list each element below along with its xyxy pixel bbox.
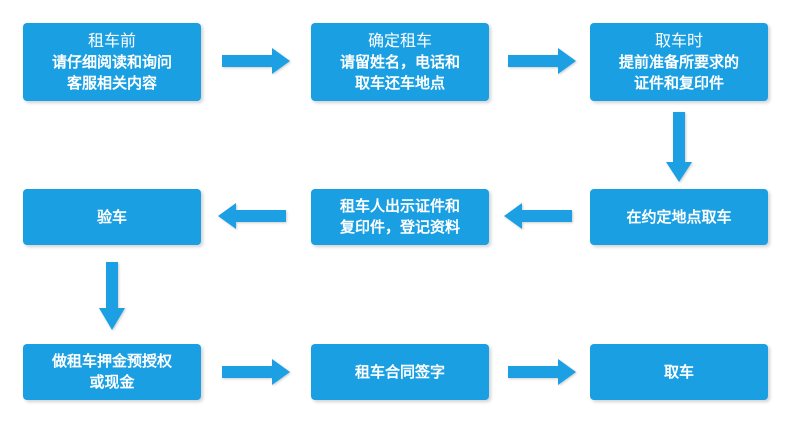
step-take-car: 取车 (590, 344, 768, 400)
step-title: 租车前 (87, 31, 136, 50)
arrow-down-icon (666, 112, 692, 182)
step-line: 请留姓名，电话和 (339, 53, 460, 71)
step-line: 取车还车地点 (354, 74, 445, 92)
arrow-right-icon (222, 359, 290, 385)
arrow-left-icon (218, 203, 286, 229)
step-pickup-location: 在约定地点取车 (590, 189, 768, 245)
step-label: 取车 (663, 362, 694, 381)
step-confirm-rental: 确定租车 请留姓名，电话和 取车还车地点 (311, 23, 489, 101)
step-line: 租车人出示证件和 (339, 197, 460, 215)
step-label: 租车合同签字 (354, 362, 445, 381)
step-sign-contract: 租车合同签字 (311, 344, 489, 400)
step-title: 确定租车 (367, 31, 432, 50)
step-line: 证件和复印件 (633, 74, 724, 92)
step-before-rental: 租车前 请仔细阅读和询问 客服相关内容 (23, 23, 201, 101)
step-show-documents: 租车人出示证件和 复印件，登记资料 (311, 189, 489, 245)
step-label: 在约定地点取车 (626, 207, 732, 226)
arrow-right-icon (222, 48, 290, 74)
step-line: 客服相关内容 (66, 74, 157, 92)
arrow-right-icon (508, 48, 576, 74)
step-line: 请仔细阅读和询问 (51, 53, 172, 71)
step-line: 或现金 (89, 373, 135, 391)
step-line: 提前准备所要求的 (618, 53, 739, 71)
step-line: 复印件，登记资料 (339, 218, 460, 236)
step-line: 做租车押金预授权 (51, 352, 172, 370)
step-title: 取车时 (654, 31, 703, 50)
step-deposit: 做租车押金预授权 或现金 (23, 344, 201, 400)
step-label: 验车 (96, 207, 127, 226)
step-at-pickup: 取车时 提前准备所要求的 证件和复印件 (590, 23, 768, 101)
arrow-right-icon (508, 359, 576, 385)
step-inspect-car: 验车 (23, 189, 201, 245)
arrow-down-icon (99, 262, 125, 330)
arrow-left-icon (504, 203, 572, 229)
